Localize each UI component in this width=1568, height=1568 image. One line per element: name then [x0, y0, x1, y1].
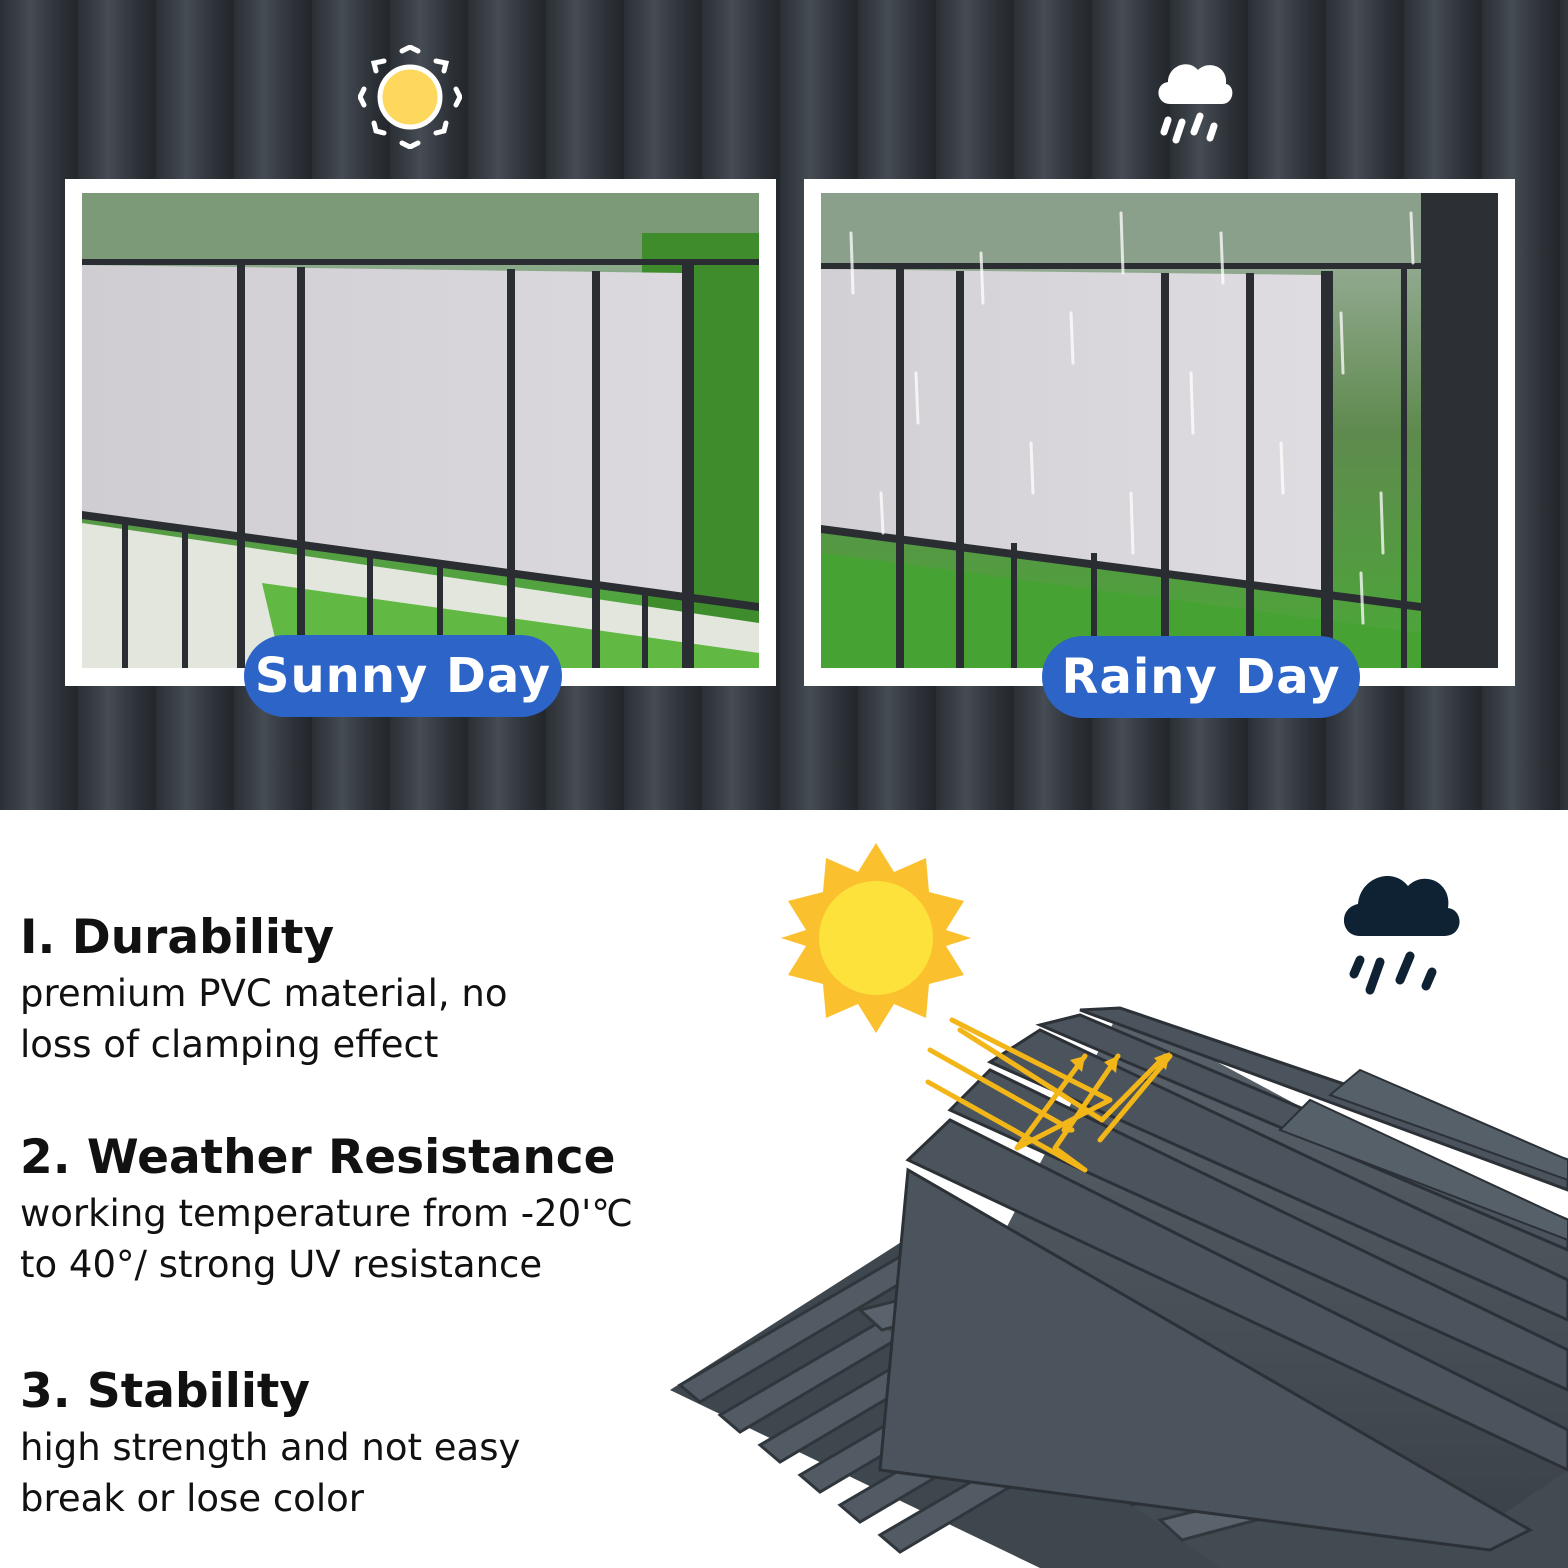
feature-line: break or lose color	[20, 1477, 364, 1520]
big-rain-cloud-icon	[1343, 875, 1460, 995]
pvc-strips-illustration	[670, 843, 1568, 1568]
hero-panel: Sunny Day	[0, 0, 1568, 810]
sunny-fence-photo	[82, 193, 759, 668]
feature-weather-resistance: 2. Weather Resistance working temperatur…	[20, 1128, 633, 1290]
uv-rays-arrows	[925, 1017, 1173, 1173]
feature-title: I. Durability	[20, 910, 335, 965]
feature-title: 2. Weather Resistance	[20, 1130, 616, 1185]
feature-line: working temperature from -20'℃	[20, 1192, 633, 1235]
sunny-day-label: Sunny Day	[244, 635, 562, 717]
rainy-photo-frame	[804, 179, 1515, 686]
rainy-fence-photo	[821, 193, 1498, 668]
feature-stability: 3. Stability high strength and not easy …	[20, 1362, 520, 1524]
feature-line: to 40°/ strong UV resistance	[20, 1243, 543, 1286]
uv-arrowheads	[1070, 1052, 1170, 1073]
big-sun-icon	[781, 843, 971, 1033]
feature-durability: I. Durability premium PVC material, no l…	[20, 908, 508, 1070]
feature-line: high strength and not easy	[20, 1426, 521, 1469]
sunny-photo-frame	[65, 179, 776, 686]
feature-title: 3. Stability	[20, 1364, 311, 1419]
feature-line: loss of clamping effect	[20, 1023, 439, 1066]
rainy-day-label: Rainy Day	[1042, 636, 1360, 718]
rain-cloud-icon	[1158, 64, 1233, 144]
feature-line: premium PVC material, no	[20, 972, 508, 1015]
strip-stack-top	[878, 1006, 1568, 1552]
sun-icon	[358, 45, 462, 149]
